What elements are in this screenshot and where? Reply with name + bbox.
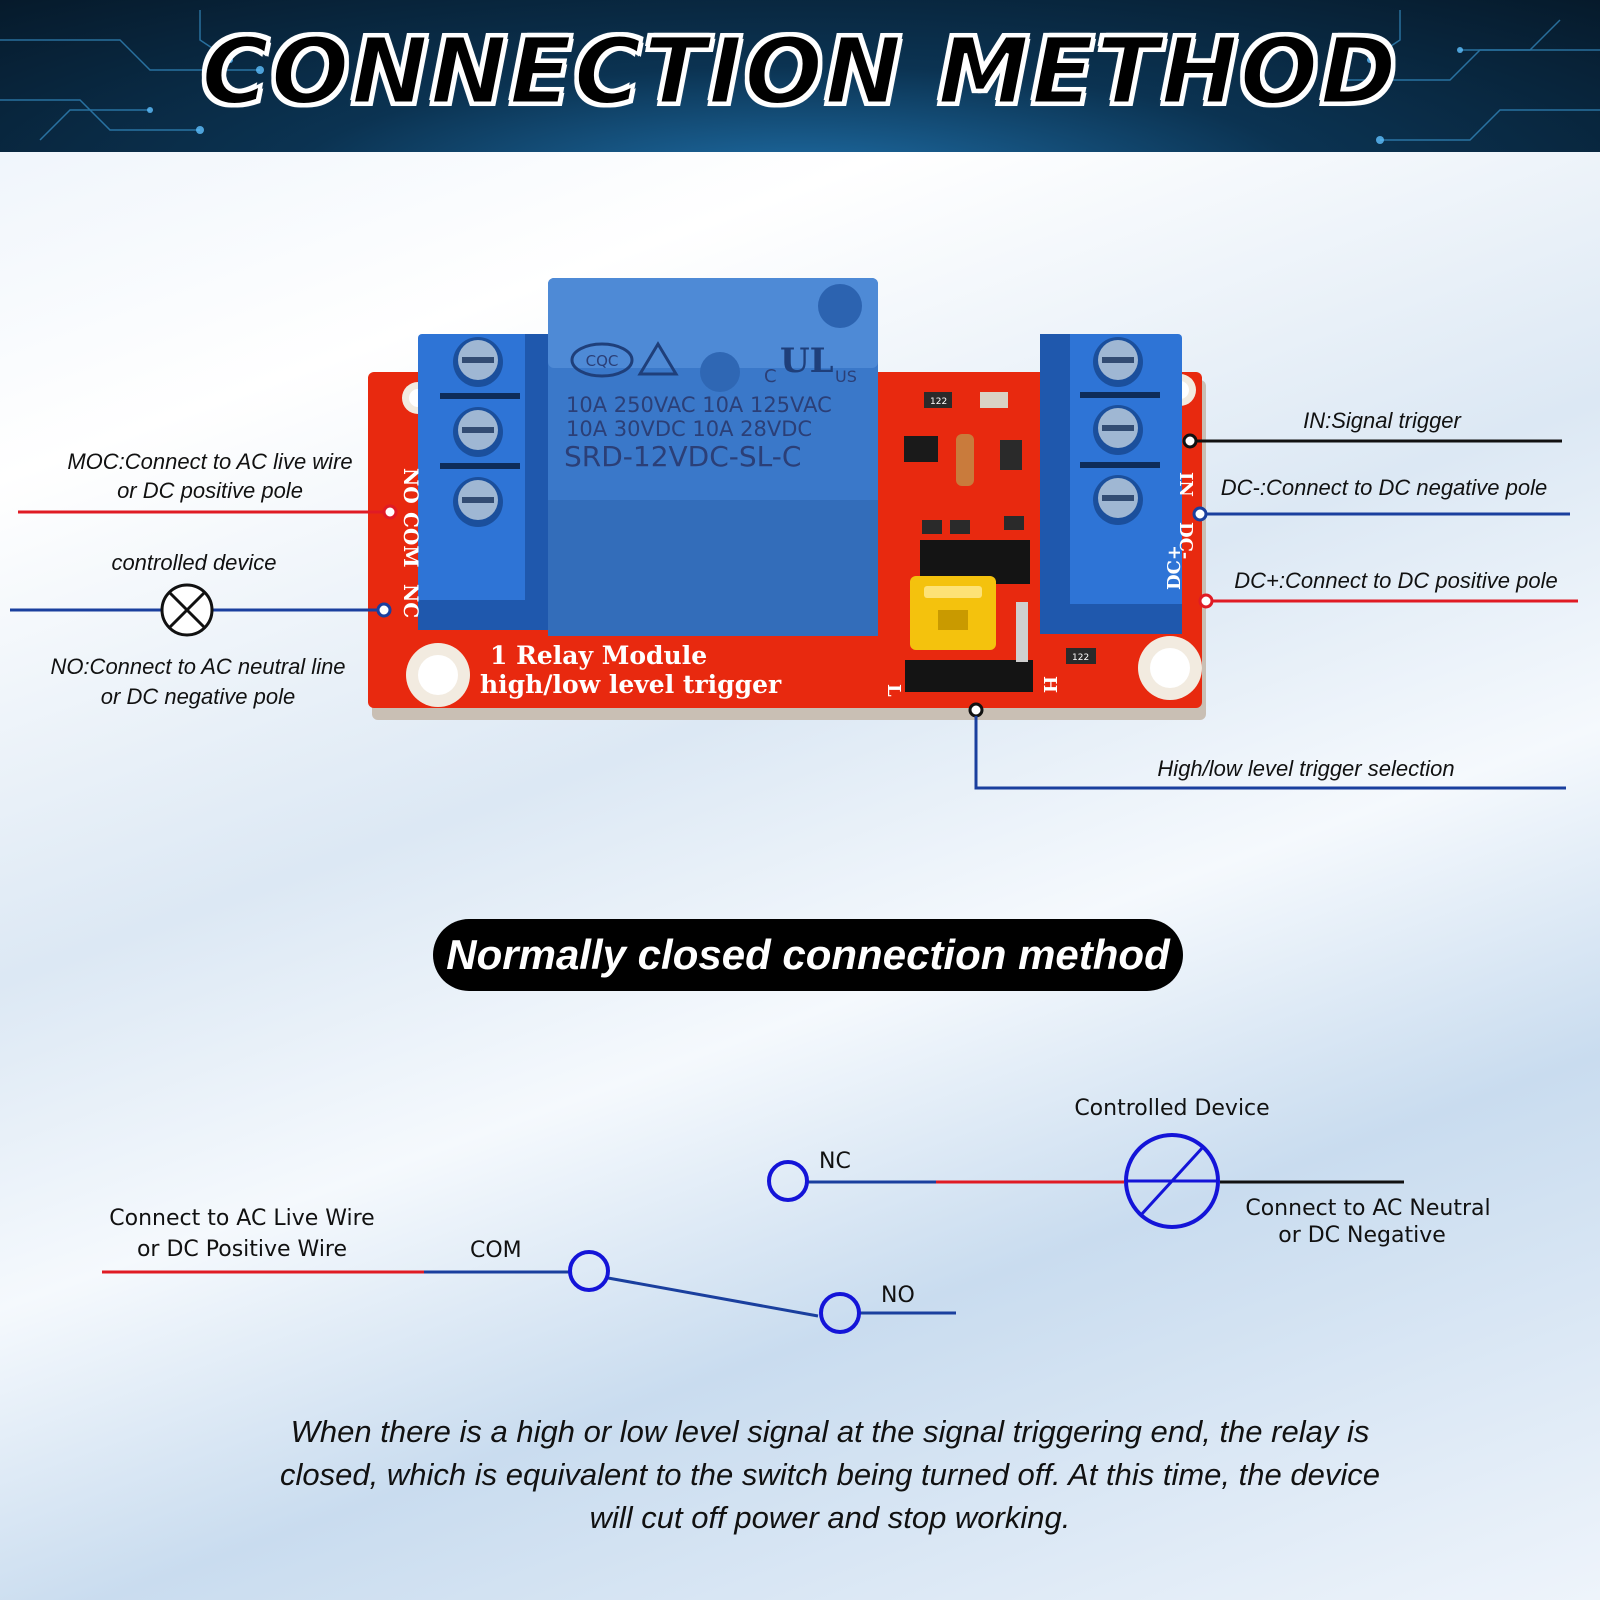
svg-text:US: US: [835, 367, 857, 386]
label-no-line-1: NO:Connect to AC neutral line: [50, 654, 345, 679]
jumper-label-l: L: [883, 684, 904, 697]
warning-triangle-icon: [637, 341, 679, 376]
label-no-line-2: or DC negative pole: [101, 684, 295, 709]
schematic-neutral-line-1: Connect to AC Neutral: [1245, 1196, 1490, 1221]
com-terminal-icon: [568, 1250, 610, 1292]
callout-nc: [10, 602, 392, 618]
callout-com: [18, 504, 398, 520]
mounting-hole-icon: [406, 643, 470, 707]
nc-terminal-icon: [767, 1160, 809, 1202]
left-terminal-block: [418, 334, 553, 630]
svg-text:UL: UL: [780, 341, 834, 381]
label-dc-plus: DC+:Connect to DC positive pole: [1234, 568, 1557, 593]
label-dc-minus: DC-:Connect to DC negative pole: [1221, 475, 1548, 500]
callout-trigger-select: [968, 702, 1566, 790]
svg-text:C: C: [764, 366, 777, 387]
screw-icon: [453, 477, 503, 527]
lamp-icon: [160, 583, 214, 637]
pin-label-nc: NC: [399, 584, 423, 618]
pin-label-com: COM: [399, 512, 423, 567]
pin-label-dc-plus: DC+: [1164, 545, 1185, 590]
label-moc-line-1: MOC:Connect to AC live wire: [67, 449, 352, 474]
page-title: CONNECTION METHOD: [200, 17, 1399, 127]
relay-rating-line-1: 10A 250VAC 10A 125VAC: [566, 393, 832, 417]
switch-arm: [607, 1276, 819, 1318]
schematic-controlled-device: Controlled Device: [1074, 1096, 1269, 1121]
description-text: When there is a high or low level signal…: [280, 1414, 1380, 1535]
relay-rating-line-2: 10A 30VDC 10A 28VDC: [566, 417, 812, 441]
schematic-nc-label: NC: [819, 1149, 851, 1174]
pin-label-dc-minus: DC-: [1175, 522, 1196, 559]
screw-icon: [1093, 405, 1143, 455]
section-title-normally-closed: Normally closed connection method: [433, 919, 1183, 991]
smd-components: 122 122: [904, 392, 1096, 664]
label-in-signal: IN:Signal trigger: [1303, 408, 1462, 433]
pin-label-in: IN: [1175, 472, 1196, 497]
screw-icon: [1093, 337, 1143, 387]
header-banner: CONNECTION METHOD: [0, 0, 1600, 152]
svg-text:CQC: CQC: [586, 352, 619, 370]
screw-icon: [1093, 475, 1143, 525]
ul-logo-icon: C UL US: [764, 341, 857, 387]
controlled-device-icon: [1124, 1133, 1220, 1229]
schematic-no-label: NO: [881, 1283, 915, 1308]
schematic-com-label: COM: [470, 1238, 522, 1263]
callout-dc-minus: [1192, 506, 1570, 522]
cqc-logo-icon: CQC: [570, 342, 634, 378]
schematic: Controlled Device NC COM NO Connect to A…: [102, 1096, 1491, 1334]
board-text-trigger: high/low level trigger: [480, 670, 782, 699]
mounting-hole-icon: [1138, 636, 1202, 700]
relay-model: SRD-12VDC-SL-C: [564, 440, 801, 473]
schematic-live-line-2: or DC Positive Wire: [137, 1237, 347, 1262]
no-terminal-icon: [819, 1292, 861, 1334]
screw-icon: [453, 407, 503, 457]
right-terminal-block: [1040, 334, 1182, 634]
board-text-title: 1 Relay Module: [490, 641, 707, 670]
svg-text:122: 122: [930, 397, 947, 407]
schematic-live-line-1: Connect to AC Live Wire: [109, 1206, 374, 1231]
pin-label-no: NO: [399, 468, 423, 504]
jumper-label-h: H: [1039, 676, 1060, 693]
circuit-pattern-icon: [0, 10, 1600, 144]
relay-body: CQC C UL US 10A 250VAC 10A 125VAC 10A 30…: [548, 278, 878, 636]
trigger-jumper: [905, 576, 1033, 692]
screw-icon: [453, 337, 503, 387]
label-controlled-device: controlled device: [111, 550, 276, 575]
svg-text:122: 122: [1072, 653, 1089, 663]
relay-module: NO COM NC CQC C UL US 10A 250VAC 10A 125…: [368, 278, 1206, 720]
callout-dc-plus: [1198, 593, 1578, 609]
schematic-neutral-line-2: or DC Negative: [1278, 1223, 1446, 1248]
label-moc-line-2: or DC positive pole: [117, 478, 303, 503]
callout-in: [1182, 433, 1562, 449]
label-trigger-select: High/low level trigger selection: [1157, 756, 1454, 781]
